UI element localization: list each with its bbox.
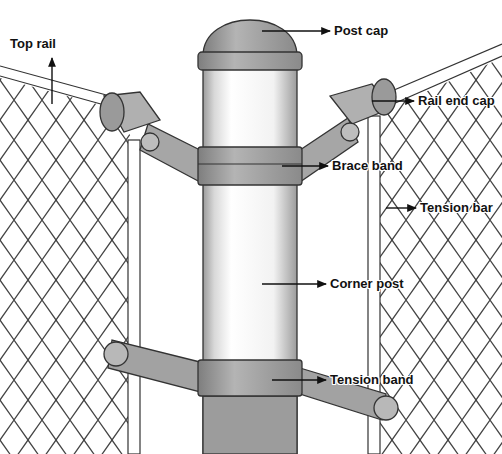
tension-bar (128, 140, 140, 454)
band-edge (198, 164, 302, 165)
part-label: Rail end cap (418, 93, 495, 108)
part-label: Corner post (330, 276, 404, 291)
tension-band (198, 360, 302, 396)
part-label: Tension band (330, 372, 414, 387)
part-label: Brace band (332, 158, 403, 173)
part-label: Post cap (334, 23, 388, 38)
part-label: Tension bar (420, 200, 493, 215)
part-label: Top rail (10, 36, 56, 51)
corner-post-base (203, 396, 297, 454)
post-cap-ring (198, 52, 302, 70)
leader-arrow (52, 31, 416, 380)
post-cap (203, 20, 297, 56)
